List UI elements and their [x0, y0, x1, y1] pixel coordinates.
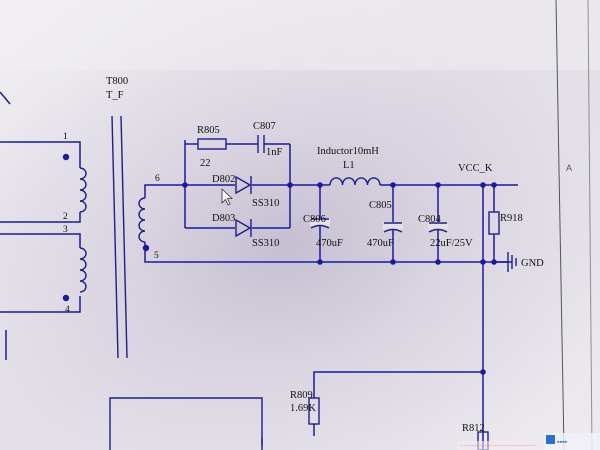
ic-block-partial: [109, 397, 263, 450]
drawing-frame: A: [555, 0, 593, 450]
c805-value: 470uF: [367, 238, 394, 249]
l1-value: Inductor10mH: [317, 146, 379, 157]
t800-value: T_F: [106, 90, 124, 101]
pin-5-label: 5: [154, 251, 159, 261]
capacitor-c804: C804 22uF/25V: [418, 214, 473, 249]
resistor-r918: R918: [488, 211, 523, 235]
r812-ref: R812: [462, 423, 485, 434]
d802-value: SS310: [252, 198, 279, 209]
primary-section-partial: [0, 91, 81, 360]
c807-value: 1nF: [266, 147, 283, 158]
r809-value: 1.69K: [290, 403, 316, 414]
transformer-t800: T800 T_F 1 2 3 4 6 5: [62, 76, 160, 359]
d803-ref: D803: [212, 213, 235, 224]
c805-ref: C805: [369, 200, 392, 211]
c806-value: 470uF: [316, 238, 343, 249]
r809-ref: R809: [290, 390, 313, 401]
diode-d803: D803 SS310: [212, 213, 279, 249]
r918-ref: R918: [500, 213, 523, 224]
diode-d802: D802 SS310: [212, 174, 279, 209]
svg-text:······························: ········································…: [460, 443, 535, 449]
c804-value: 22uF/25V: [430, 238, 473, 249]
capacitor-c806: C806 470uF: [303, 214, 343, 249]
pin-3-label: 3: [63, 225, 68, 235]
d803-value: SS310: [252, 238, 279, 249]
resistor-r809: R809 1.69K: [290, 390, 320, 425]
gnd-net-label: GND: [521, 258, 544, 269]
pin-4-label: 4: [65, 305, 70, 315]
c807-ref: C807: [253, 121, 276, 132]
pin-1-label: 1: [63, 132, 68, 142]
mouse-cursor-icon: [221, 188, 234, 206]
capacitor-c807: C807 1nF: [253, 121, 283, 158]
pin-2-label: 2: [63, 212, 68, 222]
c806-ref: C806: [303, 214, 326, 225]
watermark-logo: ········································…: [458, 433, 600, 450]
r805-value: 22: [200, 158, 211, 169]
wires: [144, 140, 518, 450]
junctions: [182, 182, 497, 375]
l1-ref: L1: [343, 160, 355, 171]
frame-zone-label: A: [566, 163, 572, 173]
r805-ref: R805: [197, 125, 220, 136]
resistor-r805: R805 22: [197, 125, 227, 169]
d802-ref: D802: [212, 174, 235, 185]
inductor-l1: Inductor10mH L1: [317, 146, 381, 186]
c804-ref: C804: [418, 214, 442, 225]
svg-text:▪▪▪▪: ▪▪▪▪: [557, 439, 567, 446]
t800-ref: T800: [106, 76, 128, 87]
capacitor-c805: C805 470uF: [367, 200, 403, 249]
pin-6-label: 6: [155, 174, 160, 184]
gnd-symbol: GND: [494, 252, 544, 272]
vcc-net-label: VCC_K: [458, 163, 493, 174]
